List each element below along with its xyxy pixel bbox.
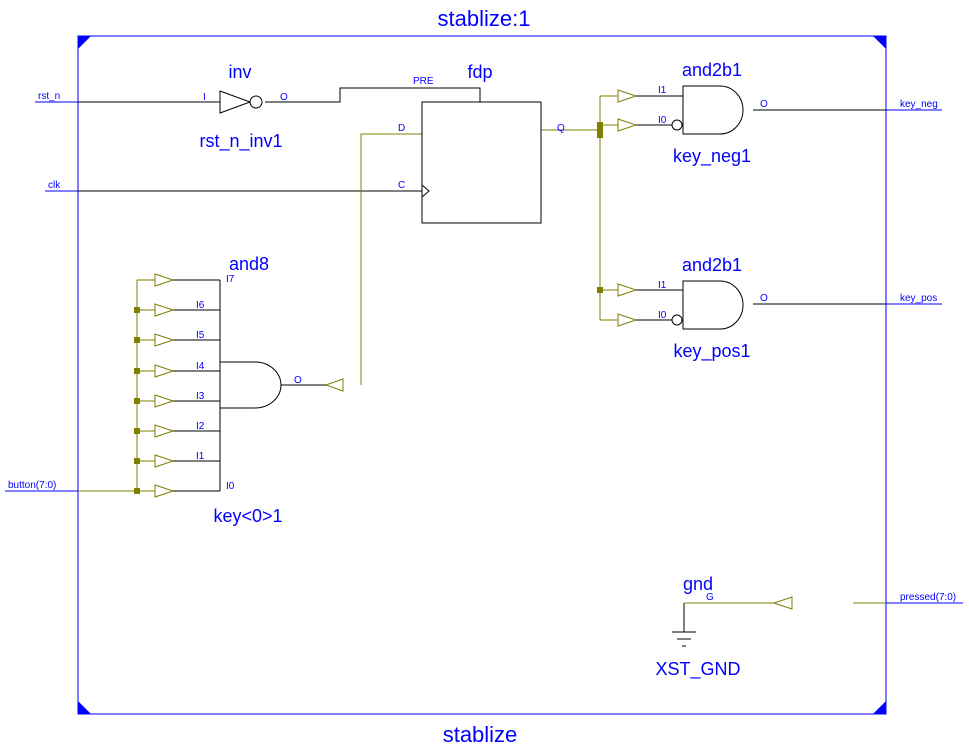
- buffer-icon: [154, 303, 175, 317]
- buffer-icon: [154, 394, 175, 408]
- fdp-flipflop[interactable]: fdp PRE D C Q: [398, 62, 565, 224]
- and8-pin-i0: I0: [226, 481, 235, 492]
- buffer-icon: [772, 596, 793, 610]
- module-corner-bl: [78, 701, 91, 714]
- port-key-pos[interactable]: key_pos: [900, 293, 937, 304]
- junction: [134, 307, 140, 313]
- and-gate-icon: [219, 361, 282, 409]
- junction: [597, 132, 603, 138]
- buffer-icon: [617, 118, 638, 132]
- inv-pin-o: O: [280, 92, 288, 103]
- junction: [597, 122, 603, 128]
- bus-junctions: [134, 122, 603, 494]
- and8-pin-i5: I5: [196, 330, 205, 341]
- and2b1-neg-type-label: and2b1: [682, 60, 742, 80]
- and8-type-label: and8: [229, 254, 269, 274]
- and2b1-pos-gate[interactable]: and2b1 I1 I0 O key_pos1: [658, 255, 768, 362]
- port-button[interactable]: button(7:0): [8, 480, 56, 491]
- module-border[interactable]: [77, 35, 887, 715]
- and8-pin-i7: I7: [226, 274, 235, 285]
- fdp-pin-pre: PRE: [413, 76, 434, 87]
- and2b1-neg-pin-o: O: [760, 99, 768, 110]
- port-key-neg[interactable]: key_neg: [900, 99, 938, 110]
- module-name: stablize: [443, 722, 518, 747]
- and8-gate[interactable]: and8 I7 I6 I5 I4 I3 I2 I1 I0 O key<0>1: [196, 254, 302, 526]
- and2b1-pos-instance-name: key_pos1: [673, 341, 750, 362]
- and-gate-icon: [682, 85, 744, 135]
- junction: [134, 488, 140, 494]
- and2b1-neg-instance-name: key_neg1: [673, 146, 751, 167]
- fdp-pin-q: Q: [557, 123, 565, 134]
- fdp-type-label: fdp: [467, 62, 492, 82]
- junction: [134, 458, 140, 464]
- junction: [134, 428, 140, 434]
- fdp-pin-c: C: [398, 180, 405, 191]
- inv-gate[interactable]: inv I O rst_n_inv1: [199, 62, 288, 152]
- junction: [134, 337, 140, 343]
- junction: [134, 368, 140, 374]
- gnd-type-label: gnd: [683, 574, 713, 594]
- buffer-icon: [617, 283, 638, 297]
- buffer-icon: [154, 484, 175, 498]
- and2b1-neg-pin-i1: I1: [658, 85, 667, 96]
- inv-pin-i: I: [203, 92, 206, 103]
- bus-wires: [78, 95, 886, 604]
- bus-buffers: [154, 89, 793, 610]
- clock-edge-icon: [421, 184, 430, 198]
- inverter-bubble-icon: [671, 119, 683, 131]
- inverter-bubble-icon: [249, 95, 263, 109]
- inv-type-label: inv: [228, 62, 251, 82]
- buffer-icon: [154, 273, 175, 287]
- inv-instance-name: rst_n_inv1: [199, 131, 282, 152]
- port-pressed[interactable]: pressed(7:0): [900, 592, 956, 603]
- inverter-icon: [219, 90, 252, 114]
- module-corner-br: [873, 701, 886, 714]
- buffer-icon: [617, 89, 638, 103]
- gnd-pin-g: G: [706, 592, 714, 603]
- and2b1-pos-pin-o: O: [760, 293, 768, 304]
- junction: [597, 287, 603, 293]
- buffer-icon: [154, 454, 175, 468]
- gnd-instance-name: XST_GND: [655, 659, 740, 680]
- fdp-body: [421, 101, 542, 224]
- port-clk[interactable]: clk: [48, 180, 61, 191]
- bus-and8-to-d[interactable]: [360, 133, 422, 385]
- module-corner-tr: [873, 36, 886, 49]
- junction: [134, 398, 140, 404]
- and2b1-neg-pin-i0: I0: [658, 115, 667, 126]
- junction: [597, 127, 603, 133]
- buffer-icon: [154, 333, 175, 347]
- and2b1-neg-gate[interactable]: and2b1 I1 I0 O key_neg1: [658, 60, 768, 167]
- gnd-cell[interactable]: gnd G XST_GND: [655, 574, 740, 680]
- inverter-bubble-icon: [671, 314, 683, 326]
- buffer-icon: [324, 378, 344, 392]
- and2b1-pos-pin-i0: I0: [658, 310, 667, 321]
- and8-pin-i3: I3: [196, 391, 205, 402]
- and8-pin-i1: I1: [196, 451, 205, 462]
- wires: [78, 87, 886, 628]
- module-instance-title: stablize:1: [438, 6, 531, 31]
- buffer-icon: [154, 424, 175, 438]
- and2b1-pos-type-label: and2b1: [682, 255, 742, 275]
- buffer-icon: [617, 313, 638, 327]
- and8-pin-wires: [173, 95, 683, 492]
- and8-pin-i6: I6: [196, 300, 205, 311]
- wire-inv-to-pre[interactable]: [265, 87, 481, 103]
- buffer-icon: [154, 364, 175, 378]
- port-rst-n[interactable]: rst_n: [38, 91, 60, 102]
- and8-instance-name: key<0>1: [213, 506, 282, 526]
- fdp-pin-d: D: [398, 123, 405, 134]
- and-gate-icon: [682, 280, 744, 330]
- ground-icon: [672, 628, 696, 647]
- and8-pin-o: O: [294, 375, 302, 386]
- module-corner-tl: [78, 36, 91, 49]
- and2b1-pos-pin-i1: I1: [658, 280, 667, 291]
- and8-pin-i4: I4: [196, 361, 205, 372]
- and8-pin-i2: I2: [196, 421, 205, 432]
